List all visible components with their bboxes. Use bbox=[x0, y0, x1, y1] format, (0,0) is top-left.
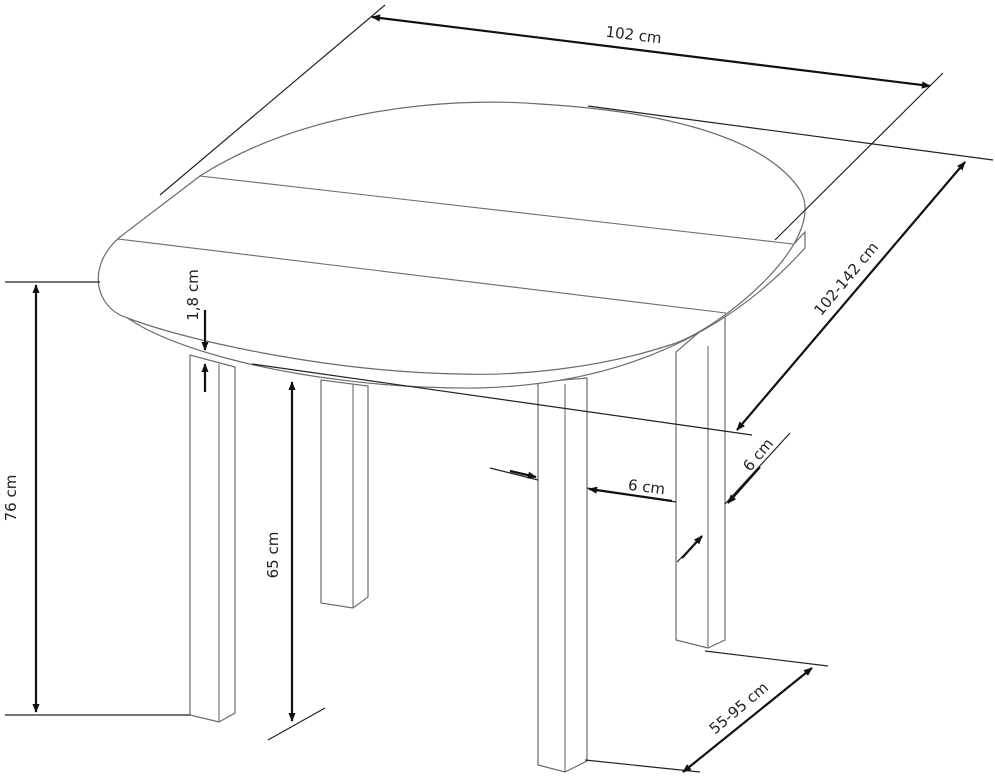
dim-arrow-span bbox=[682, 667, 813, 773]
dim-arrow-leg-width-left bbox=[509, 469, 537, 479]
table-legs bbox=[189, 308, 726, 773]
dim-arrow-width bbox=[371, 14, 931, 89]
label-width: 102 cm bbox=[605, 23, 663, 48]
leg-front-right bbox=[537, 377, 588, 773]
leaf-seam-back bbox=[199, 175, 794, 245]
label-leg-width: 6 cm bbox=[627, 476, 666, 498]
label-height: 76 cm bbox=[2, 475, 20, 522]
table-top-surface bbox=[97, 101, 806, 375]
leg-back-right bbox=[675, 308, 726, 649]
label-length: 102-142 cm bbox=[810, 238, 882, 319]
dim-arrow-length bbox=[736, 161, 966, 431]
dim-arrow-leg-depth-lower bbox=[681, 535, 703, 559]
dimension-arrows bbox=[32, 14, 966, 773]
leg-front-left bbox=[189, 354, 236, 723]
dim-arrow-leg-depth-upper bbox=[727, 466, 761, 504]
leg-back-left bbox=[320, 379, 369, 609]
dim-arrow-leg-width-right bbox=[588, 486, 673, 503]
label-top-thickness: 1,8 cm bbox=[184, 269, 202, 320]
leaf-seam-front bbox=[117, 238, 727, 314]
label-clearance: 65 cm bbox=[264, 532, 282, 579]
